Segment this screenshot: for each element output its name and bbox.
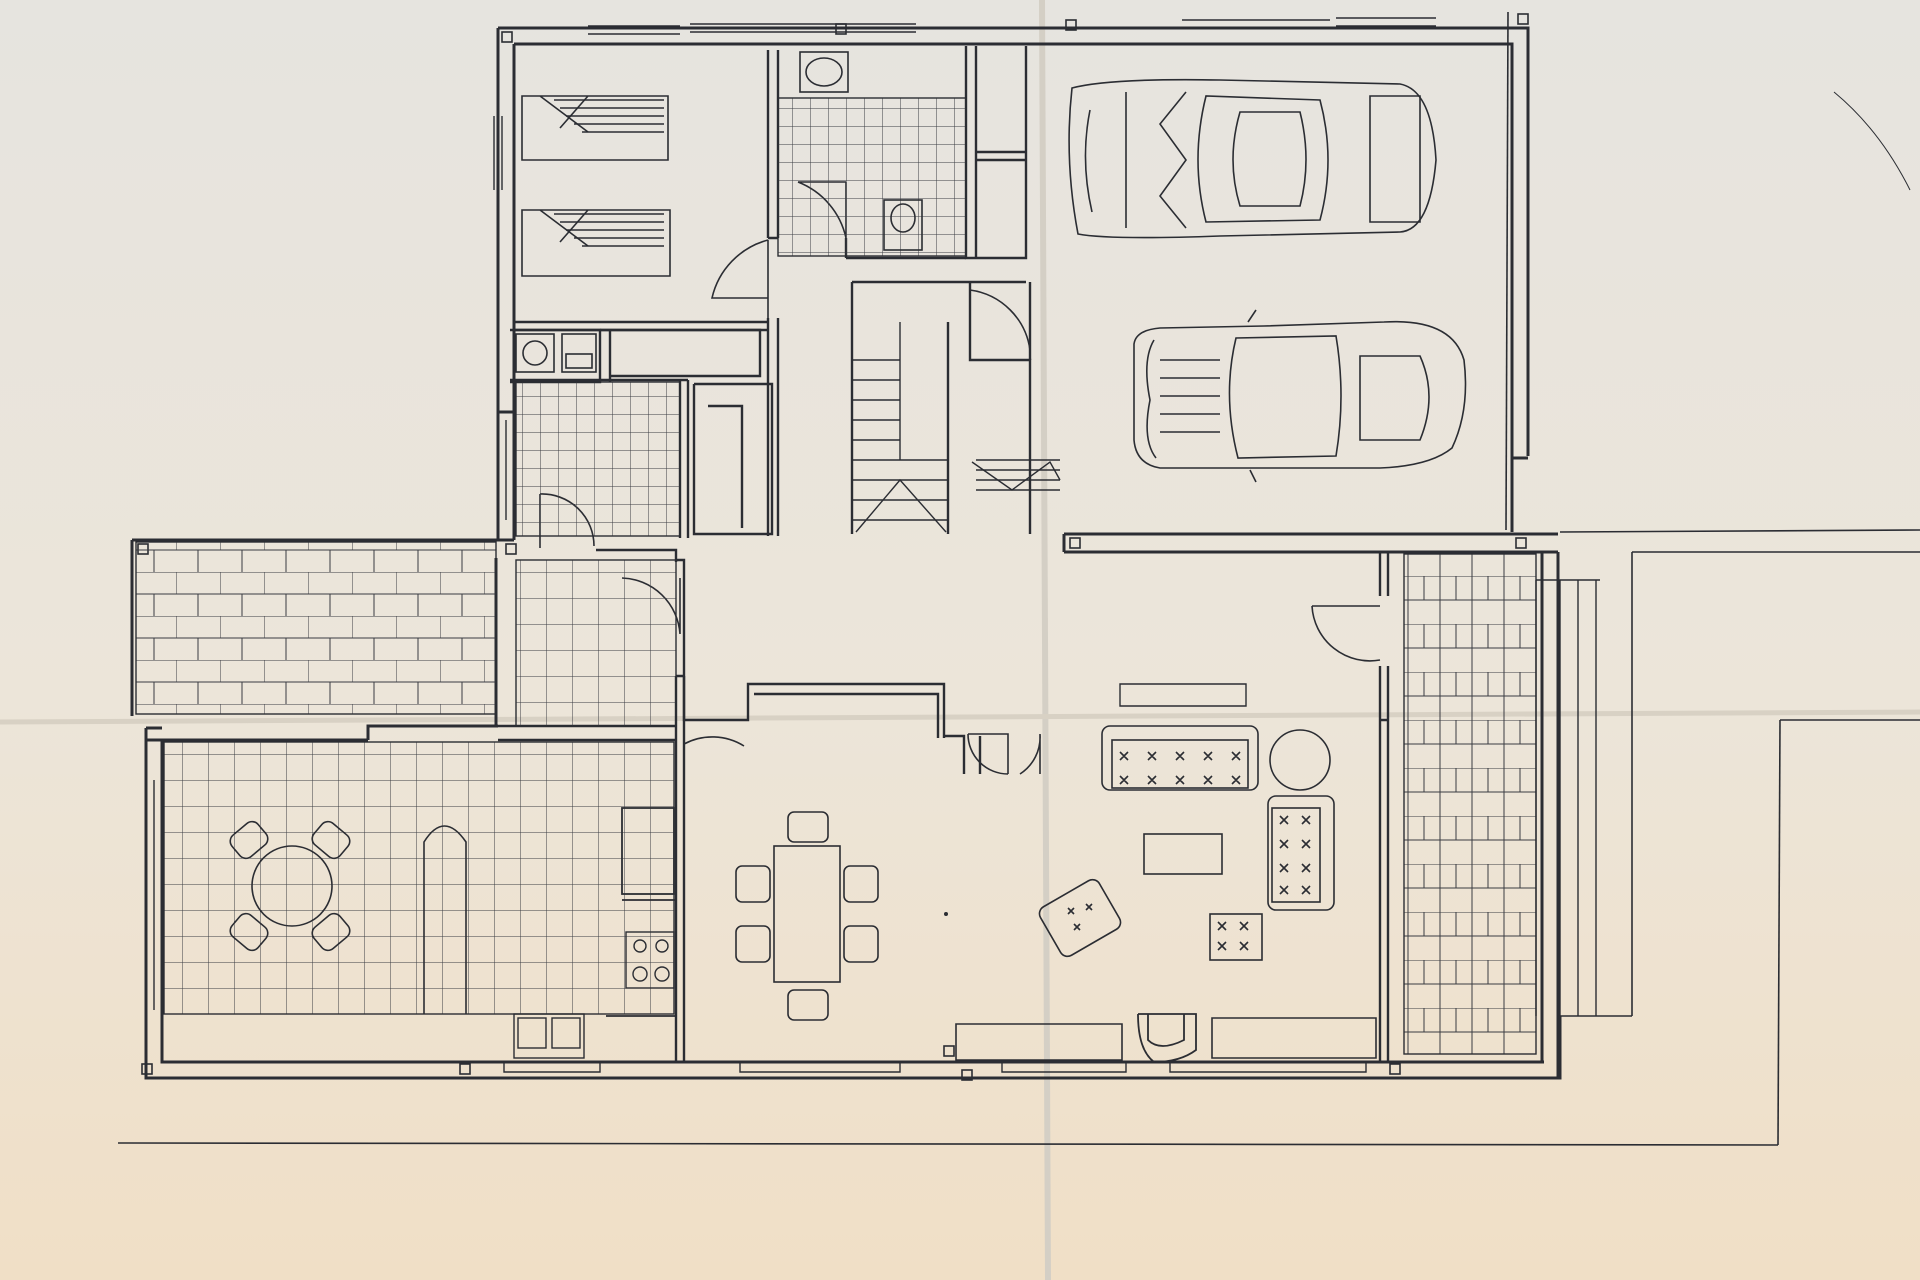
bathroom-tile-floor	[777, 97, 967, 257]
cooktop-icon	[625, 931, 675, 989]
staircase	[852, 322, 1061, 533]
twin-bed-icon	[521, 95, 671, 277]
fireplace-icon	[1137, 1013, 1197, 1063]
car-icon	[1068, 78, 1437, 239]
porch-brick-paving	[135, 541, 497, 715]
hall-tile-floor	[515, 559, 677, 727]
ottoman-icon	[1209, 913, 1263, 961]
fold-line-vertical	[1039, 0, 1051, 1280]
kitchen-tile-floor	[163, 741, 675, 1015]
coffee-table-icon	[1143, 833, 1223, 875]
entrance-steps	[1535, 579, 1600, 1016]
interior-walls	[498, 46, 1390, 1062]
sofa-icon	[1267, 795, 1335, 911]
side-table-icon	[1269, 729, 1331, 791]
walkway-paving	[1403, 553, 1537, 1055]
toilet-icon	[883, 199, 923, 251]
kitchen-island	[423, 825, 467, 1014]
living-room-cabinet	[955, 1023, 1123, 1061]
sofa-icon	[1101, 725, 1259, 791]
exterior-walls	[130, 26, 1562, 1080]
sink-icon	[561, 333, 597, 373]
car-icon	[1133, 309, 1467, 483]
double-sink-icon	[513, 1013, 585, 1059]
armchair-icon	[1038, 878, 1122, 958]
dining-table-icon	[735, 811, 879, 1021]
living-room-cabinet	[1211, 1017, 1377, 1059]
column-marker	[944, 912, 948, 916]
washing-machine-icon	[515, 333, 555, 373]
kitchen-counter	[606, 807, 677, 1060]
fold-line-horizontal	[0, 709, 1920, 725]
windows	[145, 17, 1436, 1073]
washbasin-icon	[799, 51, 849, 93]
laundry-tile-floor	[515, 381, 681, 537]
round-table-icon	[229, 820, 351, 952]
